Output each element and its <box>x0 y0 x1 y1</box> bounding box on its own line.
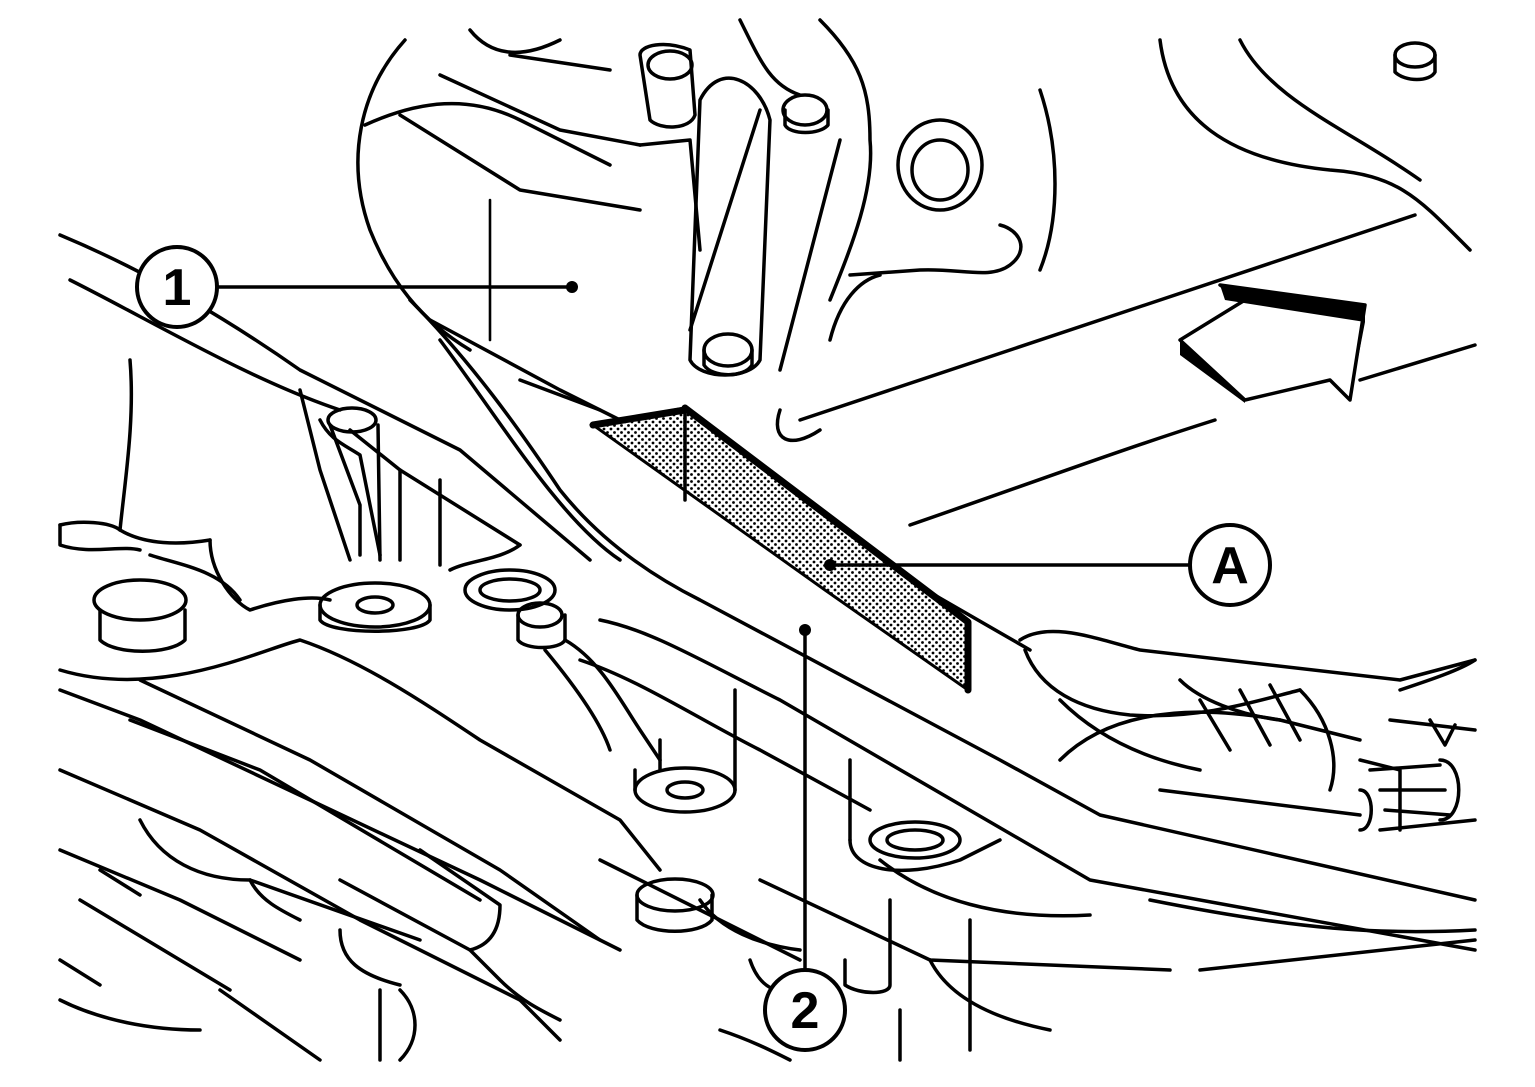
leader-dot-1 <box>566 281 578 293</box>
shaded-contact-area <box>589 404 972 694</box>
callout-circle-2 <box>763 968 847 1052</box>
lower-arms <box>58 638 662 1062</box>
callout-2: 2 <box>763 624 847 1052</box>
right-components <box>1023 648 1477 832</box>
upper-housing <box>356 18 1477 527</box>
callout-circle-A <box>1188 523 1272 607</box>
leader-dot-A <box>824 559 836 571</box>
callout-1: 1 <box>135 245 578 329</box>
lower-middle <box>598 658 1477 1062</box>
lower-bolts <box>92 406 1002 995</box>
leader-dot-2 <box>799 624 811 636</box>
upper-bolts <box>638 41 1437 377</box>
callout-A: A <box>824 523 1272 607</box>
callout-label-A: A <box>1211 537 1249 595</box>
callout-label-1: 1 <box>163 259 192 317</box>
callout-label-2: 2 <box>791 982 820 1040</box>
callout-circle-1 <box>135 245 219 329</box>
direction-arrow-icon <box>1178 283 1367 403</box>
